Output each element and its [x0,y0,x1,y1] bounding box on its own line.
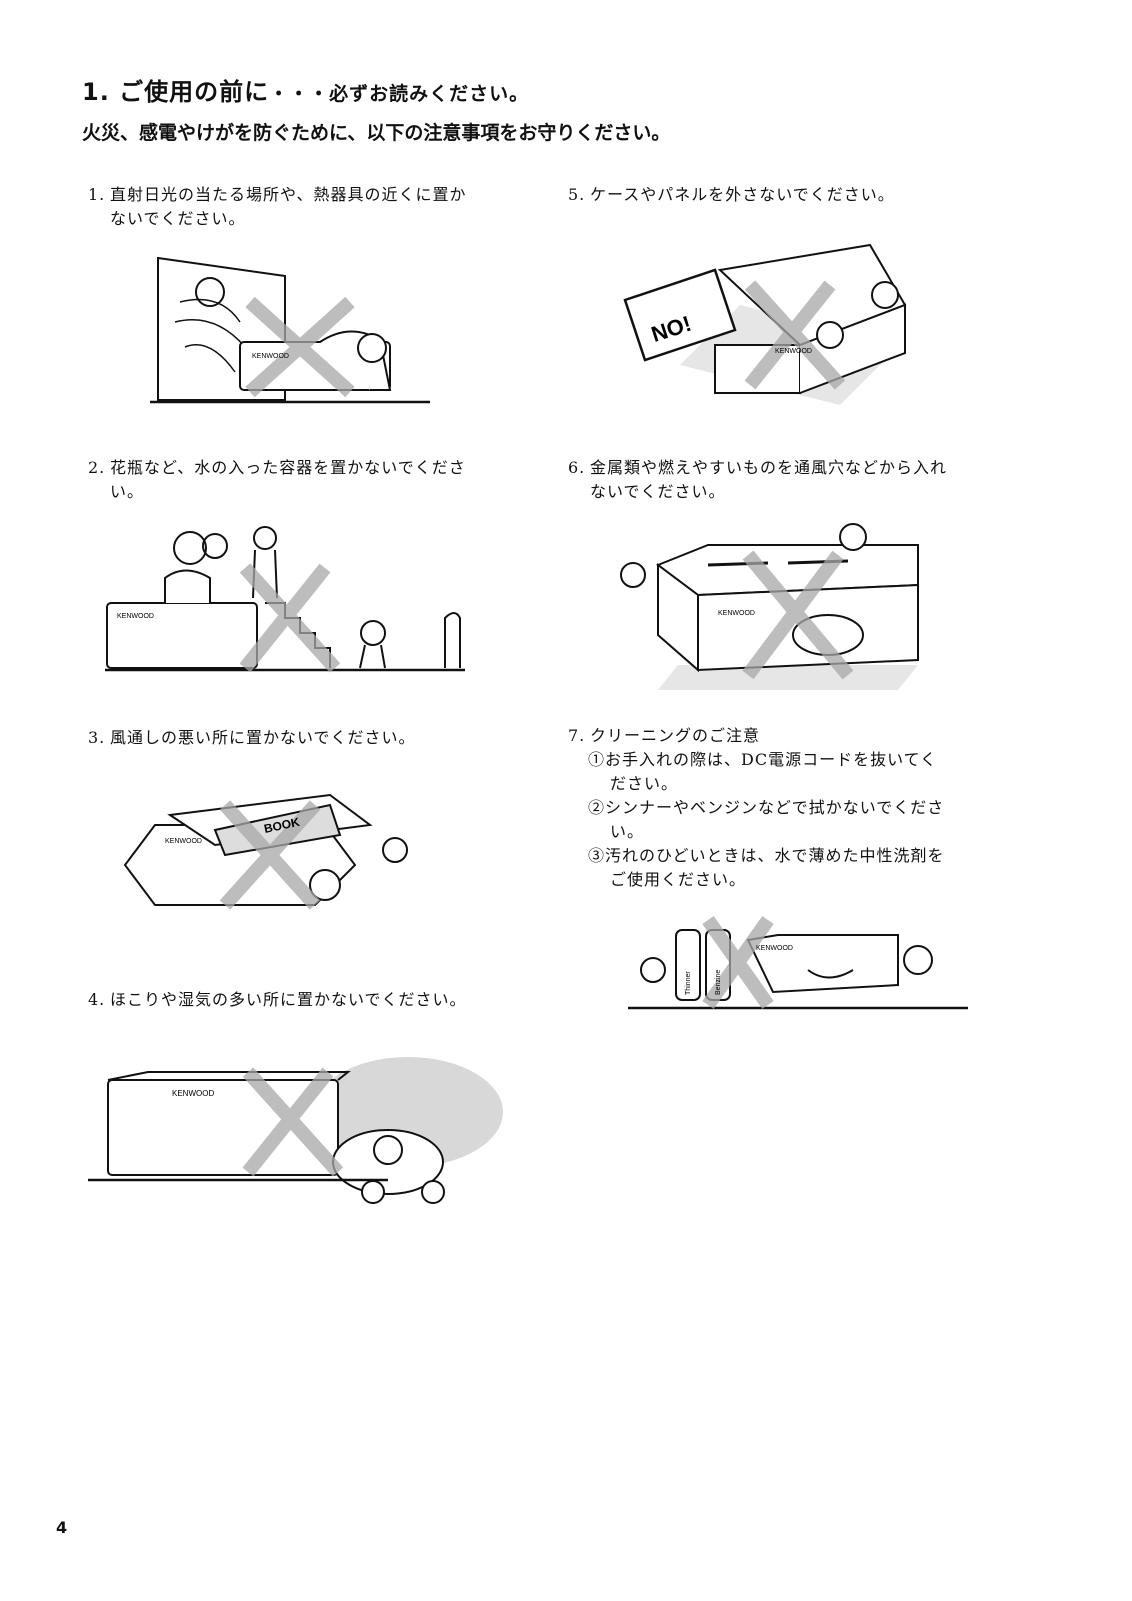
thinner-label: Thinner [685,971,692,995]
svg-text:KENWOOD: KENWOOD [756,945,793,952]
caution-item-7: 7.クリーニングのご注意 ①お手入れの際は、DC電源コードを抜いてく ださい。 … [568,724,1028,892]
cleaning-note-3: ③汚れのひどいときは、水で薄めた中性洗剤を ご使用ください。 [588,846,945,889]
caution-item-3: 3.風通しの悪い所に置かないでください。 [88,728,416,747]
benzine-label: Benzine [715,970,722,995]
caution-item-2: 2.花瓶など、水の入った容器を置かないでくださ い。 [88,458,466,501]
brand-label: KENWOOD [252,353,289,360]
caution-item-6: 6.金属類や燃えやすいものを通風穴などから入れ ないでください。 [568,458,948,501]
caution-item-5: 5.ケースやパネルを外さないでください。 [568,185,895,204]
svg-text:KENWOOD: KENWOOD [775,348,812,355]
illustration-vase: KENWOOD [105,508,475,678]
page-number: 4 [56,1518,68,1537]
page-title: 1. ご使用の前に・・・必ずお読みください。 [82,78,530,106]
caution-item-4: 4.ほこりや湿気の多い所に置かないでください。 [88,990,467,1009]
cleaning-note-1: ①お手入れの際は、DC電源コードを抜いてく ださい。 [588,750,938,793]
svg-text:KENWOOD: KENWOOD [718,610,755,617]
caution-item-1: 1.直射日光の当たる場所や、熱器具の近くに置か ないでください。 [88,185,467,228]
illustration-book: BOOK KENWOOD [115,785,425,915]
cleaning-note-2: ②シンナーやベンジンなどで拭かないでくださ い。 [588,798,945,841]
svg-text:KENWOOD: KENWOOD [165,838,202,845]
illustration-sunlight: KENWOOD [150,252,440,412]
svg-text:KENWOOD: KENWOOD [117,613,154,620]
illustration-cleaning: KENWOOD Thinner Benzine [628,910,973,1018]
illustration-vents: KENWOOD [618,515,928,695]
page-subtitle: 火災、感電やけがを防ぐために、以下の注意事項をお守りください。 [82,122,671,144]
illustration-case: NO! KENWOOD [620,235,920,410]
illustration-dust: KENWOOD [88,1052,508,1207]
svg-text:KENWOOD: KENWOOD [172,1089,214,1098]
